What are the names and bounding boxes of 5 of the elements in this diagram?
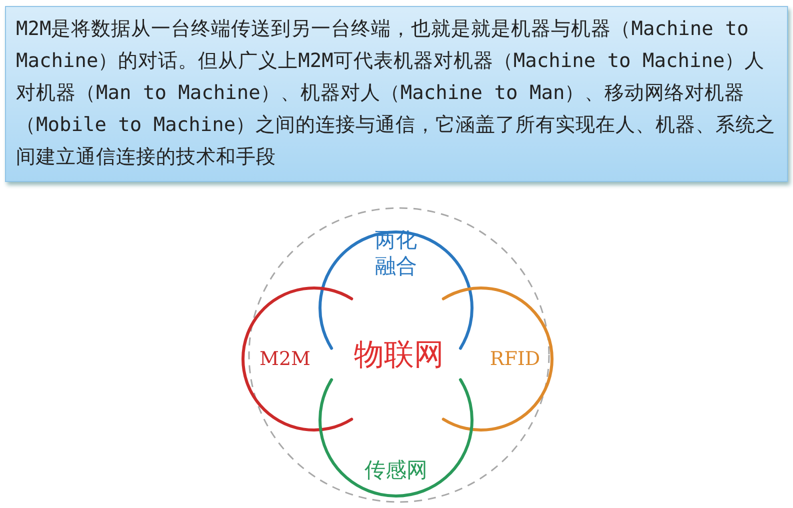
node-label: M2M [260,348,310,370]
node-label: 传感网 [364,457,428,484]
node-label: RFID [490,348,540,370]
node-label: 物联网 [354,336,444,374]
text-box: M2M是将数据从一台终端传送到另一台终端，也就是就是机器与机器（Machine to Machine）的对话。但从广义上M2M可代表机器对机器（Machine to Machine）人对机器（Man to Machine）、机器对人（Machine to Man）、移动网络对机器（Mobile to Machine）之间的连接与通信，它涵盖了所有实现在人、机器、系统之间建立通信连接的技术和手段 [5,6,788,182]
